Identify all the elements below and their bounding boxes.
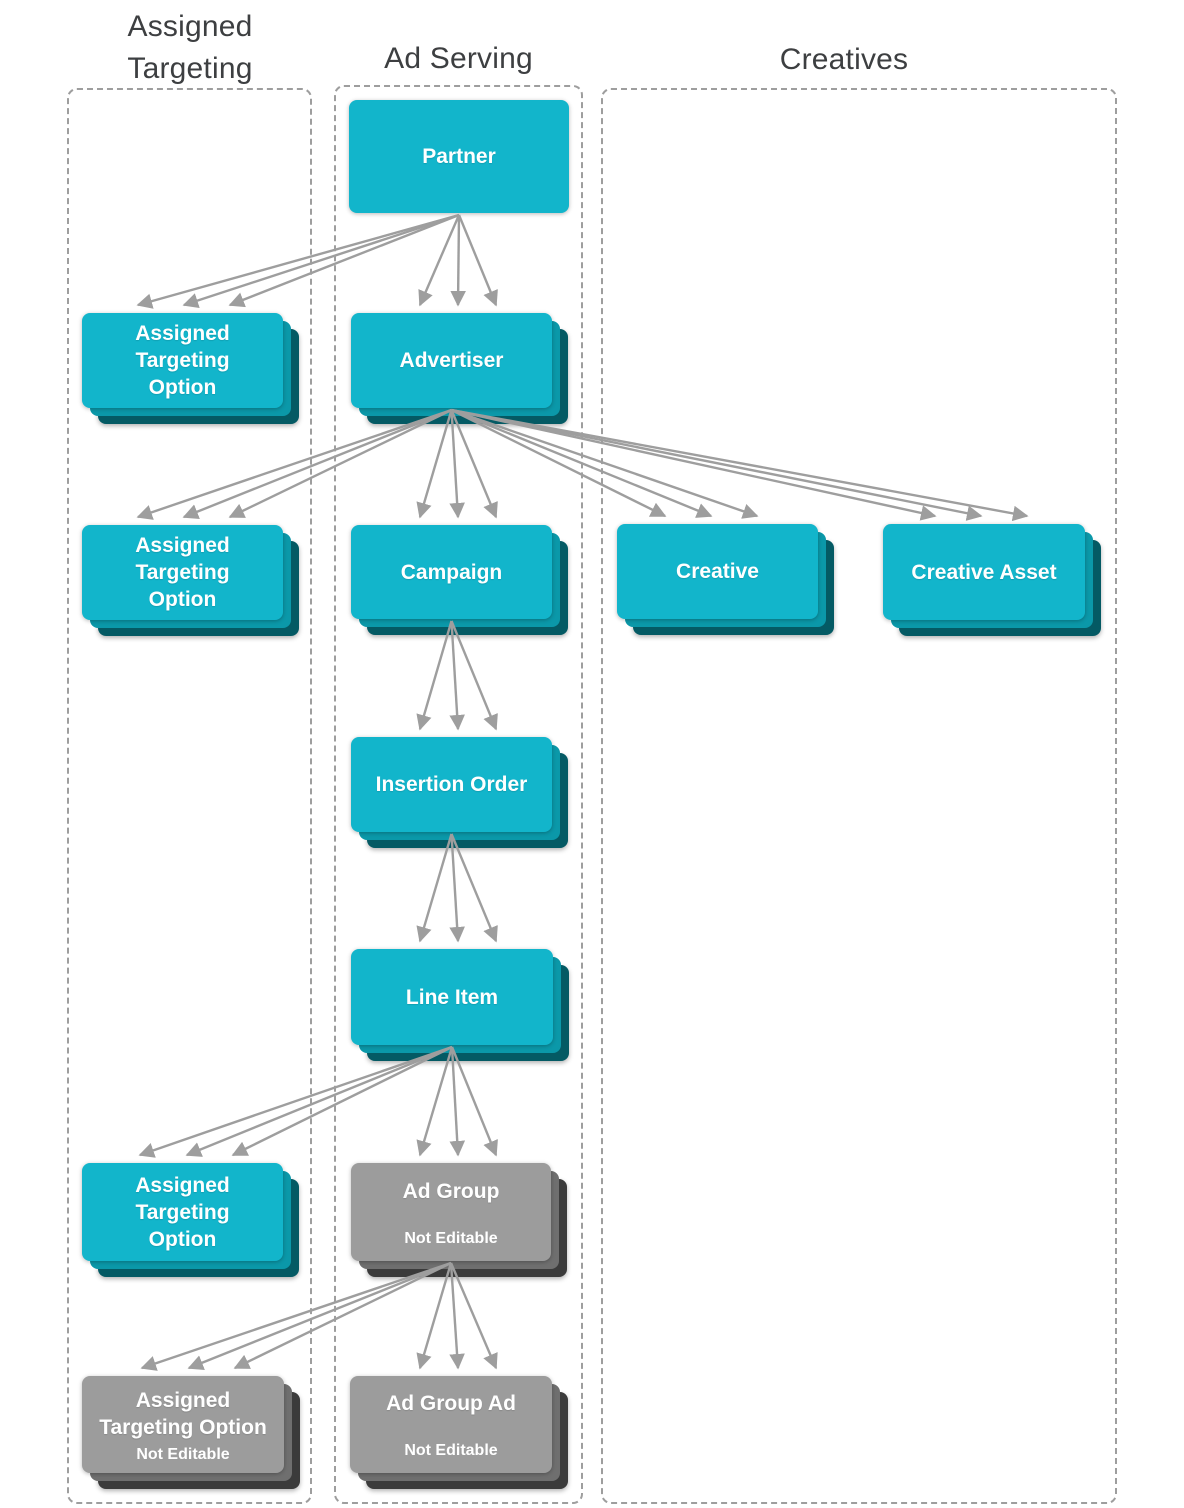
node-face: Advertiser <box>351 313 552 408</box>
node-insertion_order: Insertion Order <box>351 737 568 848</box>
node-label: Insertion Order <box>375 773 528 796</box>
node-label: Targeting <box>135 1200 230 1224</box>
node-creative: Creative <box>617 524 834 635</box>
column-title-creatives: Creatives <box>779 43 909 76</box>
node-face: Creative <box>617 524 818 619</box>
node-face: Line Item <box>351 949 553 1045</box>
node-face: Insertion Order <box>351 737 552 832</box>
node-face: Ad Group Ad Not Editable <box>350 1376 552 1473</box>
node-face: Campaign <box>351 525 552 619</box>
node-label: Assigned <box>135 534 230 557</box>
node-label: Campaign <box>400 560 503 584</box>
node-label: Targeting <box>135 349 230 372</box>
node-label: Creative <box>676 560 759 583</box>
not-editable-badge: Not Editable <box>404 1229 498 1247</box>
node-campaign: Campaign <box>351 525 568 635</box>
not-editable-badge: Not Editable <box>404 1442 498 1459</box>
node-line_item: Line Item <box>351 949 569 1061</box>
node-ad_group_ad: Ad Group Ad Not Editable <box>350 1376 568 1489</box>
node-label: Creative Asset <box>911 560 1057 584</box>
column-ad-serving <box>334 85 583 1504</box>
node-creative_asset: Creative Asset <box>883 524 1101 636</box>
node-partner: Partner <box>349 100 569 213</box>
column-creatives <box>601 88 1117 1504</box>
node-face: Partner <box>349 100 569 213</box>
not-editable-badge: Not Editable <box>136 1445 230 1463</box>
node-label: Option <box>148 1227 217 1251</box>
node-label: Partner <box>422 145 496 168</box>
column-assigned-targeting <box>67 88 312 1504</box>
column-title-assigned-targeting: Assigned Targeting <box>127 10 253 85</box>
node-label: Option <box>148 376 217 399</box>
column-title-ad-serving: Ad Serving <box>384 42 533 75</box>
node-label: Ad Group <box>402 1179 500 1203</box>
node-label: Advertiser <box>399 349 504 372</box>
node-label: Targeting Option <box>99 1415 267 1439</box>
node-label: Assigned <box>135 1173 230 1197</box>
node-label: Ad Group Ad <box>386 1392 516 1415</box>
node-advertiser: Advertiser <box>351 313 568 424</box>
node-label: Assigned <box>135 322 230 345</box>
node-label: Targeting <box>135 561 230 584</box>
node-label: Option <box>148 588 217 611</box>
node-face: Creative Asset <box>883 524 1085 620</box>
node-label: Line Item <box>405 985 499 1009</box>
node-label: Assigned <box>135 1388 231 1412</box>
